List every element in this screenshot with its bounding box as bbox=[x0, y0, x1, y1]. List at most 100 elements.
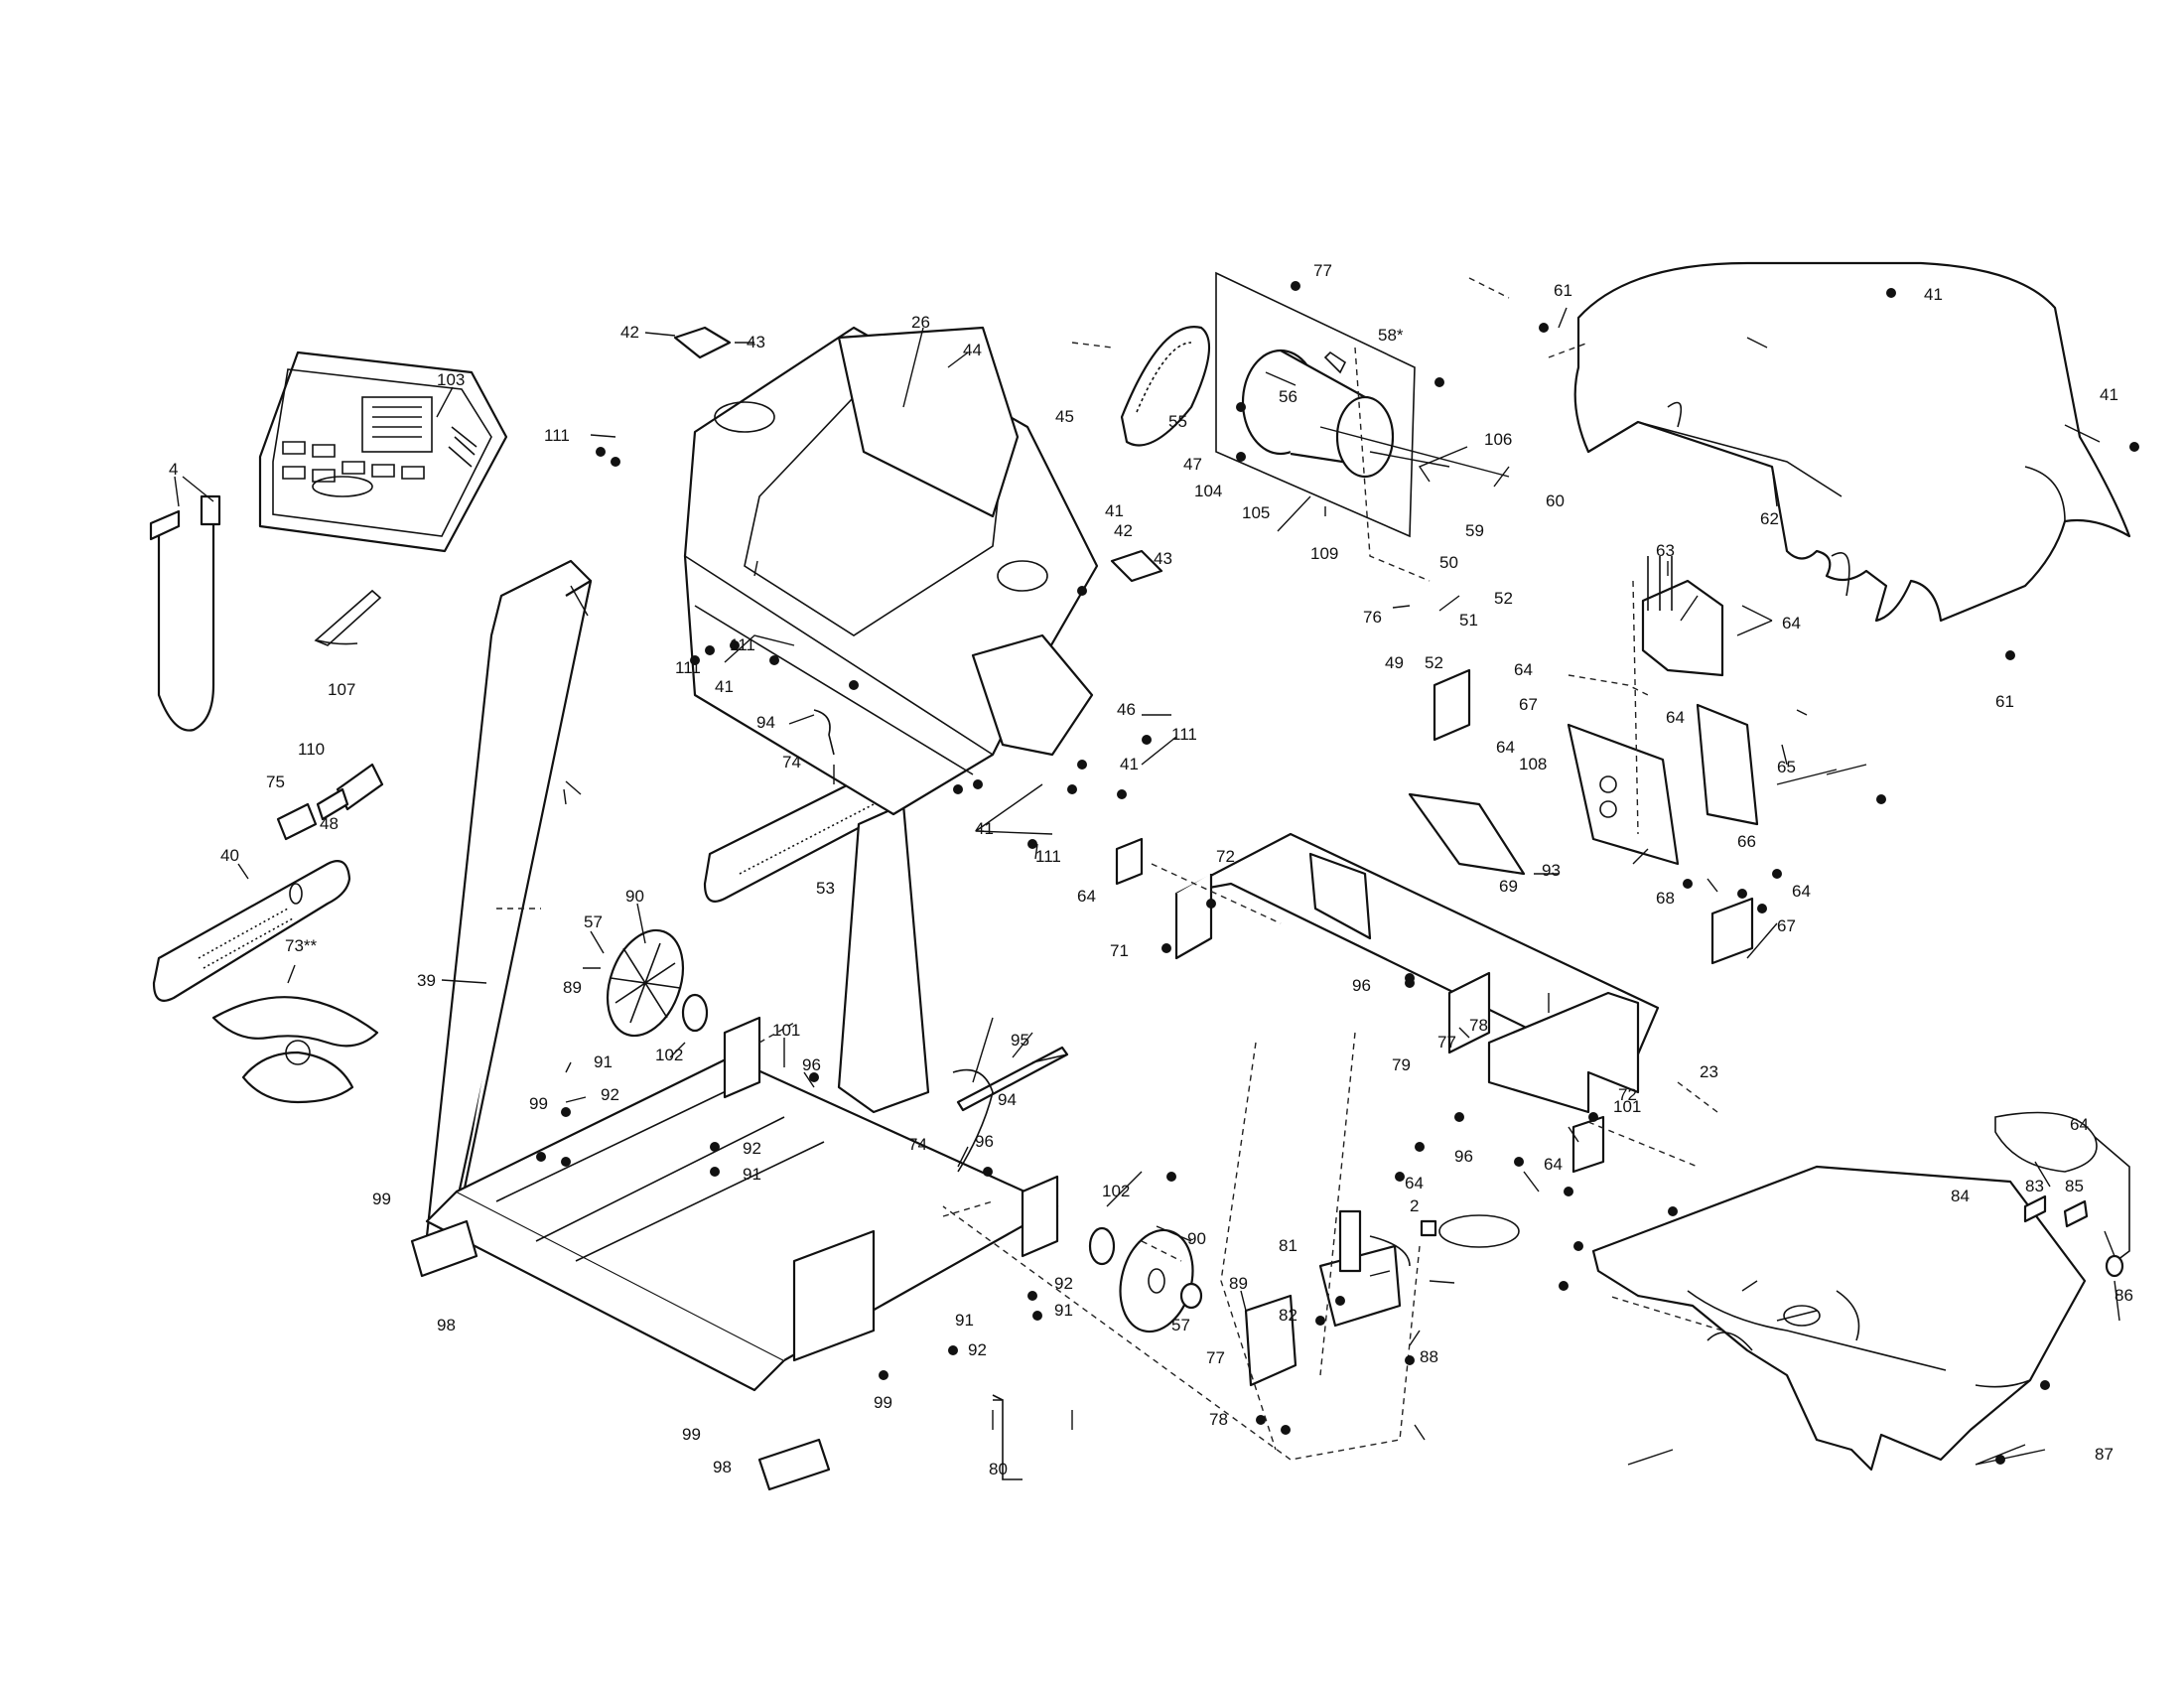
safety-key-part bbox=[149, 494, 221, 732]
callout-label: 89 bbox=[563, 978, 582, 997]
callout-label: 88 bbox=[1420, 1347, 1438, 1366]
callout-label: 64 bbox=[1544, 1155, 1563, 1174]
callout-label: 64 bbox=[1077, 887, 1096, 906]
callout-label: 85 bbox=[2065, 1177, 2084, 1195]
callout-label: 64 bbox=[1405, 1174, 1424, 1193]
callout-label: 57 bbox=[584, 912, 603, 931]
callout-label: 76 bbox=[1363, 608, 1382, 627]
callout-label: 57 bbox=[1171, 1316, 1190, 1334]
callout-label: 52 bbox=[1425, 653, 1443, 672]
drive-belt-part bbox=[1120, 326, 1211, 447]
callout-label: 67 bbox=[1777, 916, 1796, 935]
callout-label: 2 bbox=[1410, 1196, 1419, 1215]
callout-label: 92 bbox=[1054, 1274, 1073, 1293]
callout-label: 98 bbox=[437, 1316, 456, 1334]
callout-label: 87 bbox=[2095, 1445, 2114, 1464]
callout-label: 111 bbox=[544, 426, 570, 445]
callout-label: 40 bbox=[220, 846, 239, 865]
main-frame-part bbox=[1115, 668, 1754, 1174]
callout-label: 44 bbox=[963, 341, 982, 359]
callout-label: 42 bbox=[1114, 521, 1133, 540]
callout-label: 4 bbox=[169, 460, 178, 479]
leader-lines bbox=[174, 307, 2120, 1466]
callout-label: 77 bbox=[1206, 1348, 1225, 1367]
callout-label: 79 bbox=[1392, 1055, 1411, 1074]
callout-label: 99 bbox=[874, 1393, 892, 1412]
base-pan-part bbox=[1591, 1111, 2130, 1472]
callout-label: 55 bbox=[1168, 412, 1187, 431]
callout-label: 61 bbox=[1995, 692, 2014, 711]
callout-label: 46 bbox=[1117, 700, 1136, 719]
callout-label: 64 bbox=[1792, 882, 1811, 901]
callout-label: 41 bbox=[715, 677, 734, 696]
callout-label: 82 bbox=[1279, 1306, 1297, 1325]
callout-label: 83 bbox=[2025, 1177, 2044, 1195]
callout-label: 98 bbox=[713, 1458, 732, 1476]
wire-harness-part bbox=[314, 589, 382, 646]
callout-label: 111 bbox=[730, 635, 755, 654]
callout-label: 42 bbox=[620, 323, 639, 342]
console-display-part bbox=[258, 351, 508, 553]
callout-labels: 4 103 107 110 75 48 40 73** 39 42 43 26 … bbox=[169, 261, 2133, 1478]
callout-label: 91 bbox=[1054, 1301, 1073, 1320]
callout-label: 96 bbox=[802, 1055, 821, 1074]
callout-label: 43 bbox=[747, 333, 765, 351]
callout-label: 90 bbox=[625, 887, 644, 906]
callout-label: 104 bbox=[1194, 482, 1222, 500]
callout-label: 111 bbox=[1035, 847, 1061, 866]
callout-label: 74 bbox=[908, 1135, 927, 1154]
callout-label: 91 bbox=[594, 1052, 613, 1071]
callout-label: 78 bbox=[1209, 1410, 1228, 1429]
callout-label: 60 bbox=[1546, 491, 1565, 510]
callout-label: 80 bbox=[989, 1460, 1008, 1478]
assembly-lines bbox=[496, 277, 1723, 1461]
callout-label: 96 bbox=[975, 1132, 994, 1151]
motor-assembly-part bbox=[1215, 271, 1510, 538]
callout-label: 99 bbox=[372, 1190, 391, 1208]
callout-label: 39 bbox=[417, 971, 436, 990]
callout-label: 102 bbox=[655, 1046, 683, 1064]
callout-label: 99 bbox=[682, 1425, 701, 1444]
callout-label: 90 bbox=[1187, 1229, 1206, 1248]
callout-label: 41 bbox=[975, 819, 994, 838]
callout-label: 72 bbox=[1618, 1085, 1637, 1104]
callout-label: 64 bbox=[2070, 1115, 2089, 1134]
callout-label: 101 bbox=[1613, 1097, 1641, 1116]
callout-label: 92 bbox=[743, 1139, 761, 1158]
upright-frame-part bbox=[425, 559, 1059, 1392]
callout-label: 86 bbox=[2115, 1286, 2133, 1305]
callout-label: 84 bbox=[1951, 1187, 1970, 1205]
callout-label: 23 bbox=[1700, 1062, 1718, 1081]
callout-label: 41 bbox=[1924, 285, 1943, 304]
callout-label: 26 bbox=[911, 313, 930, 332]
callout-label: 63 bbox=[1656, 541, 1675, 560]
callout-label: 41 bbox=[1105, 501, 1124, 520]
callout-label: 49 bbox=[1385, 653, 1404, 672]
callout-label: 92 bbox=[601, 1085, 619, 1104]
grip-sensor-parts bbox=[673, 326, 1163, 583]
callout-label: 110 bbox=[298, 740, 325, 759]
callout-label: 81 bbox=[1279, 1236, 1297, 1255]
callout-label: 72 bbox=[1216, 847, 1235, 866]
callout-label: 111 bbox=[675, 658, 701, 677]
callout-label: 68 bbox=[1656, 889, 1675, 908]
front-wheel-part bbox=[607, 928, 1203, 1333]
callout-label: 41 bbox=[1120, 755, 1139, 773]
motor-hood-part bbox=[1573, 261, 2131, 623]
callout-label: 94 bbox=[756, 713, 775, 732]
callout-label: 50 bbox=[1439, 553, 1458, 572]
callout-label: 69 bbox=[1499, 877, 1518, 896]
callout-label: 45 bbox=[1055, 407, 1074, 426]
left-handrail-part bbox=[152, 763, 384, 1002]
callout-label: 52 bbox=[1494, 589, 1513, 608]
callout-label: 101 bbox=[772, 1021, 800, 1040]
callout-label: 65 bbox=[1777, 758, 1796, 776]
callout-label: 78 bbox=[1469, 1016, 1488, 1035]
callout-label: 96 bbox=[1352, 976, 1371, 995]
callout-label: 91 bbox=[955, 1311, 974, 1330]
callout-label: 59 bbox=[1465, 521, 1484, 540]
controller-board-part bbox=[1567, 556, 1759, 866]
callout-label: 89 bbox=[1229, 1274, 1248, 1293]
callout-label: 64 bbox=[1514, 660, 1533, 679]
